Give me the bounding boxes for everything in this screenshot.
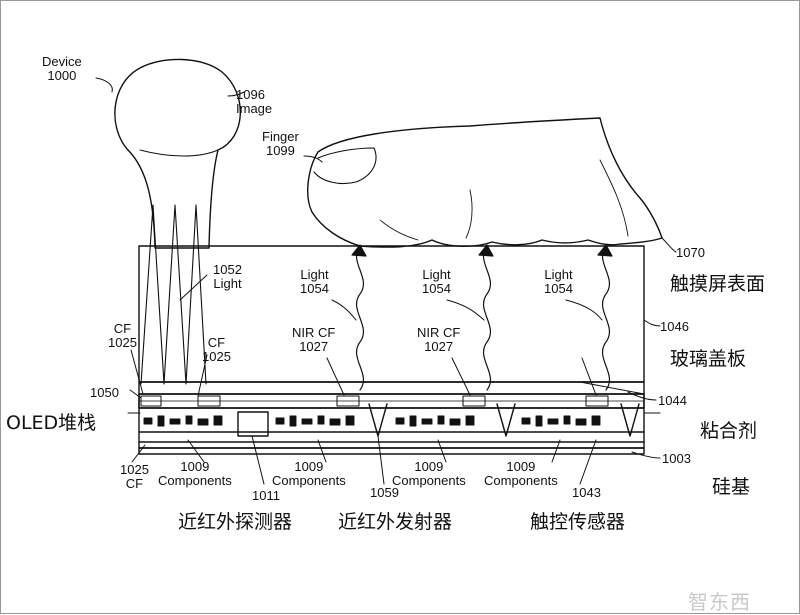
label-cf-c-num: 1025: [120, 462, 149, 477]
components-circuitry: [143, 415, 601, 427]
label-light-1052-num: 1052: [213, 262, 242, 277]
label-image-name: Image: [236, 101, 273, 116]
label-device: Device 1000: [42, 55, 82, 83]
label-cf-b-num: 1025: [202, 349, 231, 364]
label-nircf-a-num: 1027: [299, 339, 329, 354]
device-drawing: [114, 58, 241, 249]
cn-cover-glass: 玻璃盖板: [670, 348, 747, 370]
label-1070: 1070: [676, 245, 705, 260]
label-light-1052: 1052 Light: [213, 263, 242, 291]
watermark-logo: 智东西: [688, 590, 751, 614]
label-1003: 1003: [662, 451, 691, 466]
label-nircf-b-name: NIR CF: [417, 325, 461, 340]
cn-adhesive: 粘合剂: [700, 420, 758, 442]
label-image: 1096 Image: [236, 88, 272, 116]
label-components-b-name: Components: [272, 473, 346, 488]
label-finger-num: 1099: [265, 143, 295, 158]
leader-lines: [95, 77, 677, 485]
cn-nir-detector: 近红外探测器: [178, 511, 293, 533]
label-cf-a-num: 1025: [108, 335, 137, 350]
label-components-a: 1009 Components: [158, 460, 232, 488]
label-device-name: Device: [42, 54, 82, 69]
label-components-d-name: Components: [484, 473, 558, 488]
label-components-b-num: 1009: [294, 459, 324, 474]
label-cf-c-name: CF: [125, 476, 144, 491]
label-light-1054-b-name: Light: [422, 267, 451, 282]
label-finger-name: Finger: [262, 129, 299, 144]
label-components-b: 1009 Components: [272, 460, 346, 488]
label-light-1054-b-num: 1054: [422, 281, 451, 296]
label-components-d-num: 1009: [506, 459, 536, 474]
adhesive-layer: [138, 381, 645, 395]
label-light-1054-c: Light 1054: [544, 268, 573, 296]
label-cf-a: CF 1025: [108, 322, 137, 350]
label-components-c-name: Components: [392, 473, 466, 488]
label-cf-a-name: CF: [113, 321, 132, 336]
label-1011: 1011: [252, 488, 280, 503]
label-device-num: 1000: [47, 68, 77, 83]
cn-touch-sensor: 触控传感器: [530, 511, 626, 533]
label-components-c-num: 1009: [414, 459, 444, 474]
label-image-num: 1096: [236, 87, 265, 102]
label-light-1054-c-name: Light: [544, 267, 573, 282]
label-light-1054-a-num: 1054: [300, 281, 329, 296]
label-components-a-name: Components: [158, 473, 232, 488]
oled-sensor-stack: [127, 393, 661, 455]
light-1052-rays: [140, 204, 207, 385]
label-cf-b-name: CF: [207, 335, 226, 350]
finger-drawing: [307, 117, 663, 248]
label-light-1054-a-name: Light: [300, 267, 329, 282]
cn-oled-stack: OLED堆栈: [6, 412, 97, 434]
label-1044: 1044: [658, 393, 687, 408]
label-nircf-a: NIR CF 1027: [292, 326, 335, 354]
label-nircf-a-name: NIR CF: [292, 325, 336, 340]
label-components-d: 1009 Components: [484, 460, 558, 488]
label-nircf-b-num: 1027: [424, 339, 454, 354]
label-1059: 1059: [370, 485, 399, 500]
label-light-1054-b: Light 1054: [422, 268, 451, 296]
label-1043: 1043: [572, 485, 601, 500]
label-nircf-b: NIR CF 1027: [417, 326, 460, 354]
cn-silicon: 硅基: [712, 476, 751, 498]
label-finger: Finger 1099: [262, 130, 299, 158]
label-cf-c: 1025 CF: [120, 463, 149, 491]
label-cf-b: CF 1025: [202, 336, 231, 364]
label-light-1054-a: Light 1054: [300, 268, 329, 296]
label-1050: 1050: [90, 385, 119, 400]
cn-nir-emitter: 近红外发射器: [338, 511, 453, 533]
label-1046: 1046: [660, 319, 689, 334]
light-1054-waves: [351, 244, 613, 391]
label-components-a-num: 1009: [180, 459, 210, 474]
label-components-c: 1009 Components: [392, 460, 466, 488]
cn-touch-surface: 触摸屏表面: [670, 273, 766, 295]
label-light-1052-name: Light: [213, 276, 242, 291]
label-light-1054-c-num: 1054: [544, 281, 573, 296]
